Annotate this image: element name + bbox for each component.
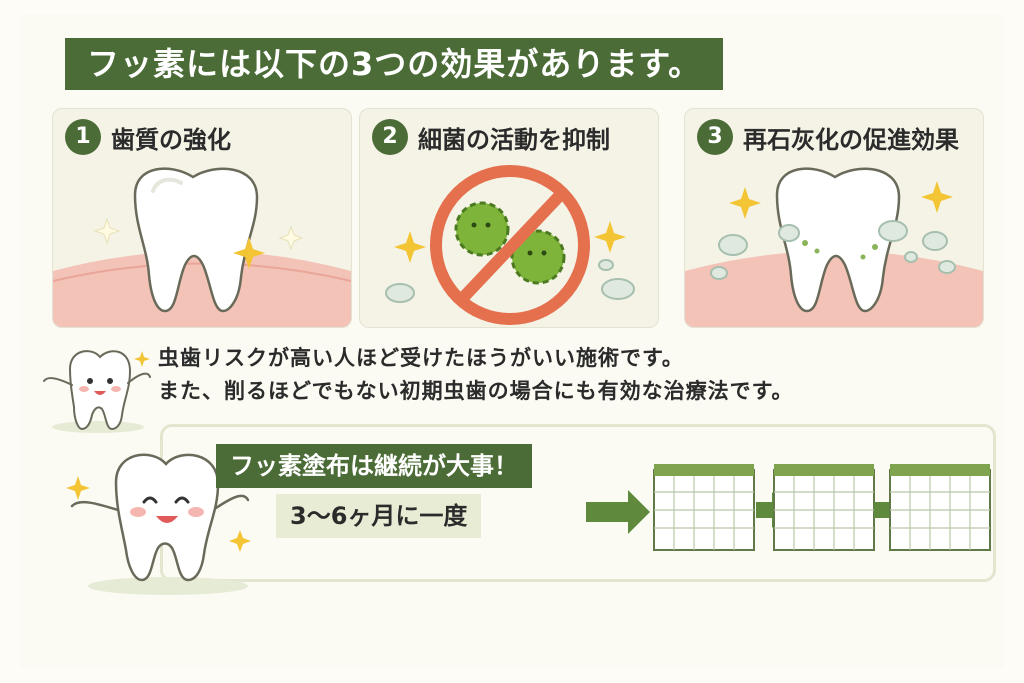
card-title: 細菌の活動を抑制	[418, 125, 610, 154]
page-title: フッ素には以下の3つの効果があります。	[65, 38, 724, 90]
card-number-badge: 1	[65, 119, 101, 155]
calendar-icon	[773, 464, 875, 551]
effect-card-3: 3 再石灰化の促進効果	[684, 108, 984, 328]
effect-card-2: 2 細菌の活動を抑制	[359, 108, 659, 328]
card-title: 再石灰化の促進効果	[743, 125, 959, 154]
calendar-sequence	[586, 464, 991, 551]
calendar-icon	[889, 464, 991, 551]
card-title: 歯質の強化	[111, 125, 231, 154]
bacteria-icon	[454, 201, 566, 285]
continuity-headline: フッ素塗布は継続が大事！	[216, 444, 532, 488]
notes-line-1: 虫歯リスクが高い人ほど受けたほうがいい施術です。	[158, 346, 684, 370]
notes-text: 虫歯リスクが高い人ほど受けたほうがいい施術です。 また、削るほどでもない初期虫歯…	[158, 342, 793, 408]
card-number-badge: 3	[697, 119, 733, 155]
shining-tooth-icon	[53, 167, 351, 327]
calendar-icon	[653, 464, 755, 551]
remineralizing-tooth-icon	[685, 167, 983, 327]
notes-line-2: また、削るほどでもない初期虫歯の場合にも有効な治療法です。	[158, 379, 794, 403]
tooth-mascot-large-icon	[66, 453, 251, 595]
no-bacteria-icon	[385, 165, 635, 325]
card-header: 2 細菌の活動を抑制	[372, 119, 610, 155]
tooth-mascot-small-icon	[43, 350, 151, 433]
card-header: 1 歯質の強化	[65, 119, 231, 155]
effect-card-1: 1 歯質の強化	[52, 108, 352, 328]
card-number-badge: 2	[372, 119, 408, 155]
card-header: 3 再石灰化の促進効果	[697, 119, 959, 155]
frequency-label: 3〜6ヶ月に一度	[276, 494, 482, 538]
arrow-right-icon	[586, 490, 650, 534]
